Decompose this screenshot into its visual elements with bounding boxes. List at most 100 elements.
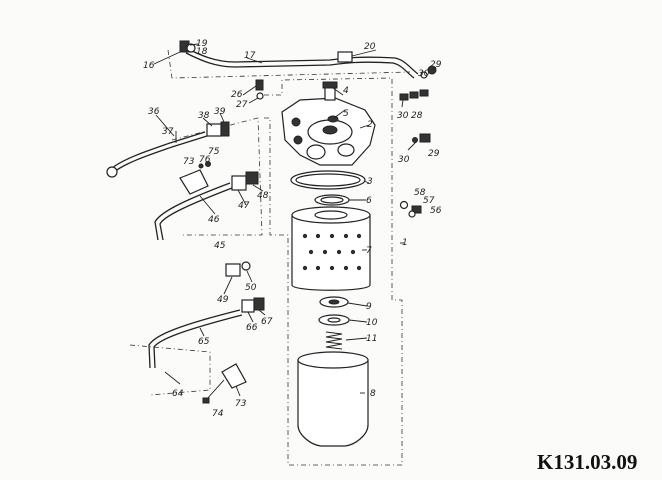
eye-fitting-37 [106, 166, 118, 178]
label-73-lower: 73 [235, 399, 247, 409]
label-36: 36 [148, 107, 160, 117]
label-74: 74 [212, 409, 224, 419]
label-28: 28 [411, 111, 423, 121]
washer-30-lower [412, 137, 418, 143]
label-19: 19 [196, 39, 208, 49]
pipe-46-inner [159, 187, 233, 241]
fitting-48 [245, 171, 259, 185]
pipe-46 [154, 182, 231, 241]
filter-head-outlet [306, 144, 326, 160]
label-10: 10 [366, 318, 378, 328]
label-30-top: 30 [418, 69, 430, 79]
filter-housing-8-rim [297, 351, 369, 369]
filter-element-7-core [314, 210, 348, 220]
washer-27 [256, 92, 264, 100]
assembly-outline-main [261, 77, 403, 466]
label-2: 2 [367, 120, 373, 130]
label-57: 57 [423, 196, 435, 206]
label-29-top: 29 [430, 60, 442, 70]
washer-18 [186, 43, 196, 53]
clamp-20 [337, 51, 353, 63]
label-4: 4 [343, 86, 349, 96]
label-47: 47 [238, 201, 250, 211]
label-3: 3 [367, 177, 373, 187]
label-1: 1 [402, 238, 408, 248]
label-5: 5 [343, 109, 349, 119]
label-29-lower: 29 [428, 149, 440, 159]
label-39: 39 [214, 107, 226, 117]
filter-head-inlet [337, 143, 355, 157]
label-75: 75 [208, 147, 220, 157]
spring-11 [325, 331, 343, 350]
label-76: 76 [199, 155, 211, 165]
washer-9-hole [328, 299, 340, 305]
label-9: 9 [366, 302, 372, 312]
label-38: 38 [198, 111, 210, 121]
label-58: 58 [414, 188, 426, 198]
label-6: 6 [366, 196, 372, 206]
label-30-mid: 30 [397, 111, 409, 121]
nut-38 [206, 123, 222, 137]
seal-5 [327, 115, 339, 123]
fitting-39 [220, 121, 230, 137]
label-30-lower: 30 [398, 155, 410, 165]
label-66: 66 [246, 323, 258, 333]
bolt-74-head [202, 397, 210, 404]
washer-75 [205, 161, 211, 167]
label-7: 7 [366, 246, 372, 256]
filter-head-port [322, 125, 338, 135]
label-46: 46 [208, 215, 220, 225]
label-45: 45 [214, 241, 226, 251]
mount-hole-a [291, 117, 301, 127]
bolt-74 [205, 379, 225, 401]
washer-10-hole [327, 317, 341, 323]
label-8: 8 [370, 389, 376, 399]
label-56: 56 [430, 206, 442, 216]
label-73-upper: 73 [183, 157, 195, 167]
label-49: 49 [217, 295, 229, 305]
pipe-37 [111, 131, 206, 169]
pipe-17 [185, 47, 419, 75]
fitting-28-a [399, 93, 409, 101]
mount-hole-b [293, 135, 303, 145]
washer-30-top [420, 71, 428, 79]
pipe-65 [148, 309, 241, 369]
nut-66 [241, 299, 255, 313]
nut-57 [411, 205, 422, 214]
filter-element-7-perforations [302, 233, 362, 271]
bolt-29-lower [419, 133, 431, 143]
label-48: 48 [257, 191, 269, 201]
nut-47 [231, 175, 247, 191]
washer-50 [241, 261, 251, 271]
filter-housing-8 [297, 359, 369, 447]
assembly-outline-lower-line [129, 344, 211, 396]
label-17: 17 [244, 51, 256, 61]
leader-lines [153, 43, 437, 397]
pipe-37-inner [113, 135, 208, 173]
label-20: 20 [364, 42, 376, 52]
bracket-73-upper [179, 169, 209, 195]
drawing-code: K131.03.09 [537, 450, 637, 474]
fitting-67 [253, 297, 265, 311]
assembly-outline-upper-line [167, 49, 411, 79]
filter-element-7 [291, 214, 371, 291]
label-65: 65 [198, 337, 210, 347]
label-37: 37 [162, 127, 174, 137]
bracket-73-lower [221, 363, 247, 389]
bolt-26 [255, 79, 264, 91]
label-50: 50 [245, 283, 257, 293]
label-16: 16 [143, 61, 155, 71]
plug-49 [225, 263, 241, 277]
fitting-28-c [419, 89, 429, 97]
label-18: 18 [196, 47, 208, 57]
fitting-28-b [409, 91, 419, 99]
seal-6-inner [320, 196, 344, 204]
washer-58 [399, 200, 409, 210]
pipe-17-inner [185, 52, 415, 79]
gasket-3-inner [295, 173, 361, 187]
part-labels: 1 2 3 4 5 6 7 8 9 10 11 16 17 18 19 20 2… [143, 39, 442, 419]
bleed-screw-4-head [322, 81, 338, 89]
label-27: 27 [236, 100, 248, 110]
